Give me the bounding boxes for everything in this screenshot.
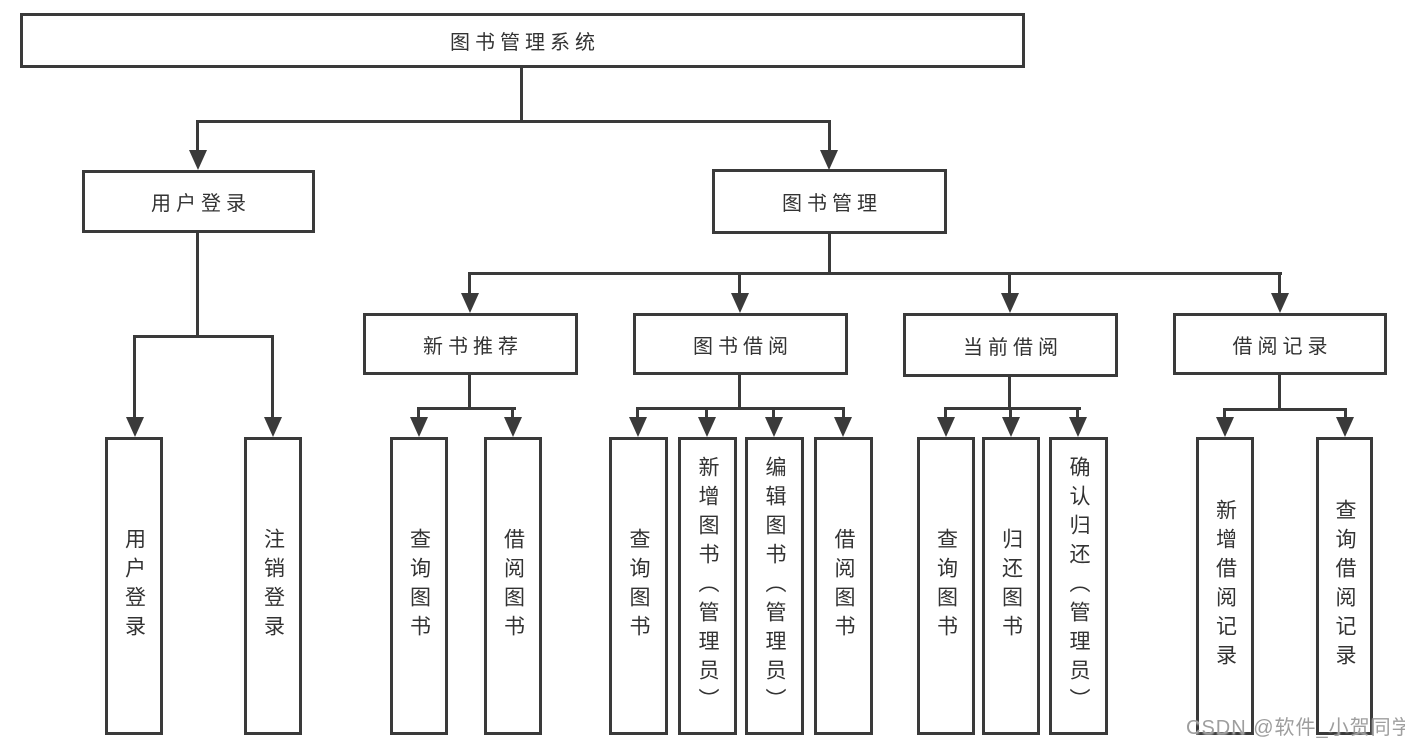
connector-line xyxy=(636,407,639,421)
leaf-query-books-2-label: 查询图书 xyxy=(627,528,650,644)
connector-line xyxy=(417,407,516,410)
connector-line xyxy=(705,407,708,421)
arrowhead-down-icon xyxy=(504,417,522,437)
node-user-login-label: 用户登录 xyxy=(151,193,251,215)
node-current-borrowing-label: 当前借阅 xyxy=(963,336,1063,359)
connector-line xyxy=(1008,377,1011,407)
arrowhead-down-icon xyxy=(1002,417,1020,437)
leaf-query-books-2: 查询图书 xyxy=(609,437,668,735)
leaf-add-borrow-record-label: 新增借阅记录 xyxy=(1213,499,1237,673)
connector-line xyxy=(469,272,1282,275)
arrowhead-down-icon xyxy=(765,417,783,437)
node-book-borrowing-label: 图书借阅 xyxy=(693,335,793,358)
leaf-borrow-books-1: 借阅图书 xyxy=(484,437,542,735)
connector-line xyxy=(468,375,471,407)
connector-line xyxy=(196,233,199,335)
leaf-user-login-label: 用户登录 xyxy=(122,528,146,644)
connector-line xyxy=(133,335,136,421)
arrowhead-down-icon xyxy=(461,293,479,313)
leaf-borrow-books-1-label: 借阅图书 xyxy=(501,528,525,644)
node-borrowing-records-label: 借阅记录 xyxy=(1232,335,1333,358)
arrowhead-down-icon xyxy=(126,417,144,437)
arrowhead-down-icon xyxy=(834,417,852,437)
leaf-query-books-1-label: 查询图书 xyxy=(407,528,431,644)
arrowhead-down-icon xyxy=(1216,417,1234,437)
arrowhead-down-icon xyxy=(1271,293,1289,313)
watermark-text: CSDN @软件_小贺同学 xyxy=(1186,717,1405,739)
leaf-edit-books-admin-label: 编辑图书（管理员） xyxy=(763,455,786,717)
leaf-query-borrow-record-label: 查询借阅记录 xyxy=(1333,499,1356,673)
leaf-return-books-label: 归还图书 xyxy=(999,528,1023,644)
leaf-logout-label: 注销登录 xyxy=(261,528,285,644)
arrowhead-down-icon xyxy=(1069,417,1087,437)
arrowhead-down-icon xyxy=(698,417,716,437)
leaf-add-books-admin: 新增图书（管理员） xyxy=(678,437,737,735)
node-book-borrowing: 图书借阅 xyxy=(633,313,848,375)
leaf-return-books: 归还图书 xyxy=(982,437,1040,735)
leaf-confirm-return-admin-label: 确认归还（管理员） xyxy=(1067,455,1090,717)
connector-line xyxy=(417,407,420,421)
connector-line xyxy=(520,68,523,120)
node-borrowing-records: 借阅记录 xyxy=(1173,313,1387,375)
arrowhead-down-icon xyxy=(731,293,749,313)
connector-line xyxy=(1223,408,1347,411)
node-user-login: 用户登录 xyxy=(82,170,315,233)
connector-line xyxy=(1344,408,1347,421)
leaf-query-books-3: 查询图书 xyxy=(917,437,975,735)
node-current-borrowing: 当前借阅 xyxy=(903,313,1118,377)
connector-line xyxy=(842,407,845,421)
arrowhead-down-icon xyxy=(1001,293,1019,313)
connector-line xyxy=(828,234,831,272)
node-book-management: 图书管理 xyxy=(712,169,947,234)
leaf-add-borrow-record: 新增借阅记录 xyxy=(1196,437,1254,735)
leaf-confirm-return-admin: 确认归还（管理员） xyxy=(1049,437,1108,735)
leaf-query-borrow-record: 查询借阅记录 xyxy=(1316,437,1373,735)
connector-line xyxy=(738,375,741,407)
arrowhead-down-icon xyxy=(189,150,207,170)
leaf-user-login: 用户登录 xyxy=(105,437,163,735)
node-new-book-recommendation: 新书推荐 xyxy=(363,313,578,375)
connector-line xyxy=(1278,375,1281,408)
leaf-borrow-books-2-label: 借阅图书 xyxy=(832,528,855,644)
arrowhead-down-icon xyxy=(937,417,955,437)
arrowhead-down-icon xyxy=(629,417,647,437)
connector-line xyxy=(1076,407,1079,421)
leaf-query-books-1: 查询图书 xyxy=(390,437,448,735)
connector-line xyxy=(944,407,947,421)
connector-line xyxy=(468,272,471,296)
connector-line xyxy=(772,407,775,421)
arrowhead-down-icon xyxy=(410,417,428,437)
connector-line xyxy=(1223,408,1226,421)
arrowhead-down-icon xyxy=(1336,417,1354,437)
leaf-logout: 注销登录 xyxy=(244,437,302,735)
connector-line xyxy=(196,120,199,153)
leaf-borrow-books-2: 借阅图书 xyxy=(814,437,873,735)
connector-line xyxy=(196,120,831,123)
connector-line xyxy=(1009,407,1012,421)
connector-line xyxy=(738,272,741,296)
leaf-query-books-3-label: 查询图书 xyxy=(934,528,958,644)
node-book-management-label: 图书管理 xyxy=(782,193,882,215)
connector-line xyxy=(828,120,831,153)
connector-line xyxy=(134,335,274,338)
connector-line xyxy=(271,335,274,421)
leaf-add-books-admin-label: 新增图书（管理员） xyxy=(696,455,719,717)
arrowhead-down-icon xyxy=(820,150,838,170)
node-new-book-recommendation-label: 新书推荐 xyxy=(423,335,523,358)
connector-line xyxy=(1008,272,1011,296)
node-library-management-system: 图书管理系统 xyxy=(20,13,1025,68)
connector-line xyxy=(944,407,1081,410)
leaf-edit-books-admin: 编辑图书（管理员） xyxy=(745,437,804,735)
arrowhead-down-icon xyxy=(264,417,282,437)
connector-line xyxy=(636,407,845,410)
node-library-management-system-label: 图书管理系统 xyxy=(450,32,600,54)
connector-line xyxy=(511,407,514,421)
connector-line xyxy=(1278,272,1281,296)
